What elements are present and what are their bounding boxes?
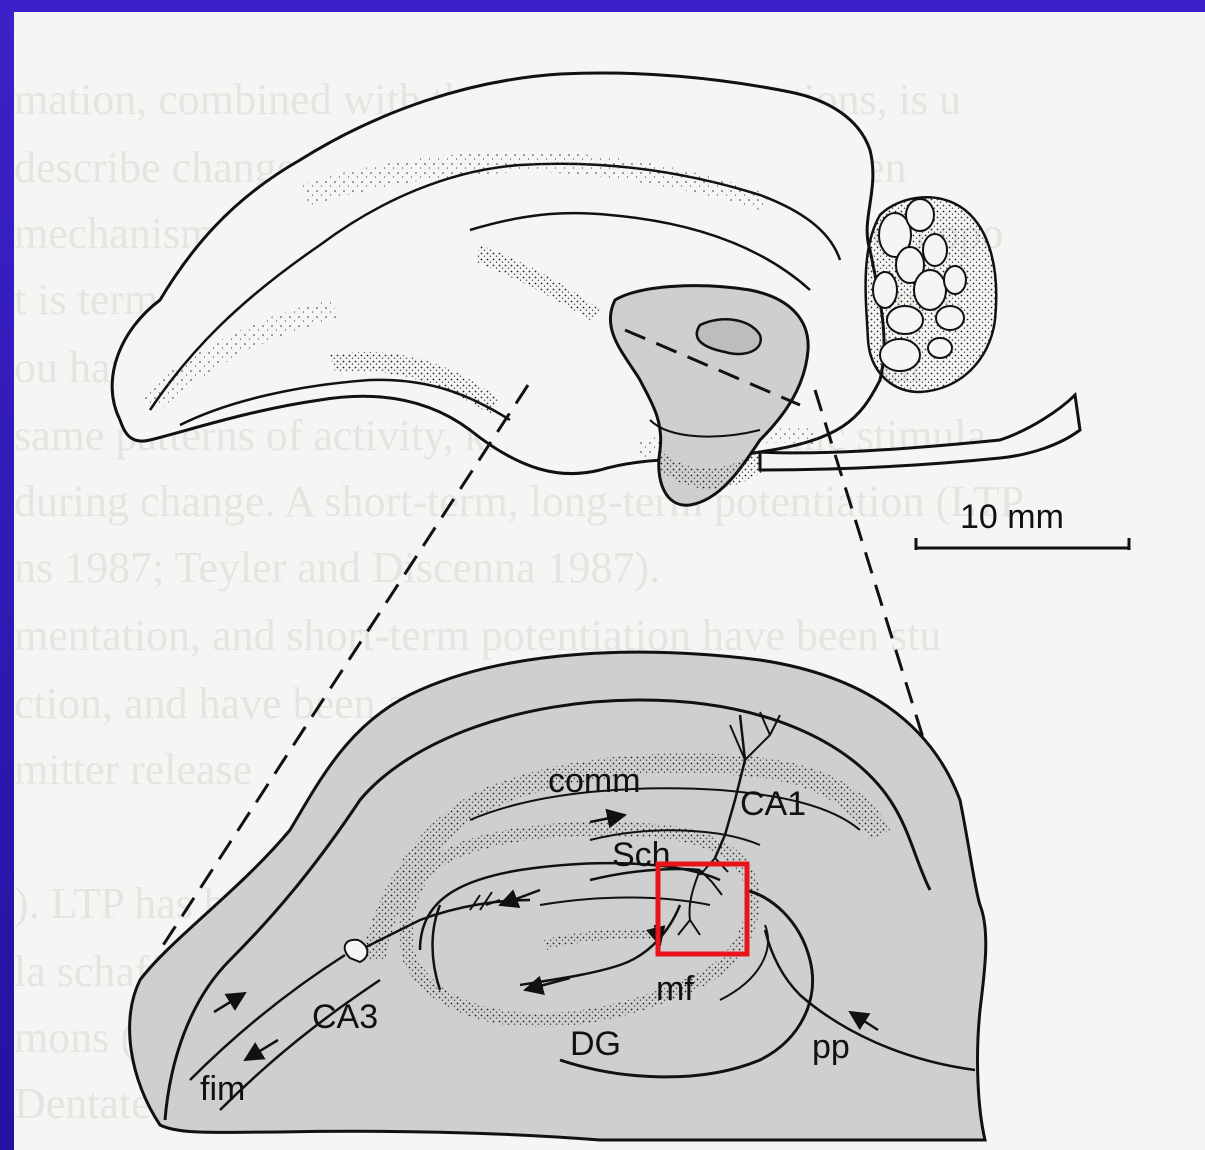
brain-hippocampus-outline (112, 73, 1080, 505)
scale-bar: 10 mm (915, 498, 1130, 550)
label-dg: DG (570, 1025, 621, 1063)
label-ca3: CA3 (312, 998, 378, 1036)
label-mf: mf (656, 970, 694, 1008)
label-ca1: CA1 (740, 785, 806, 823)
label-comm: comm (548, 762, 641, 800)
scale-bar-label: 10 mm (960, 498, 1064, 536)
hippocampal-slice (130, 652, 986, 1140)
label-fim: fim (200, 1070, 245, 1108)
label-sch: Sch (612, 836, 671, 874)
label-pp: pp (812, 1028, 850, 1066)
